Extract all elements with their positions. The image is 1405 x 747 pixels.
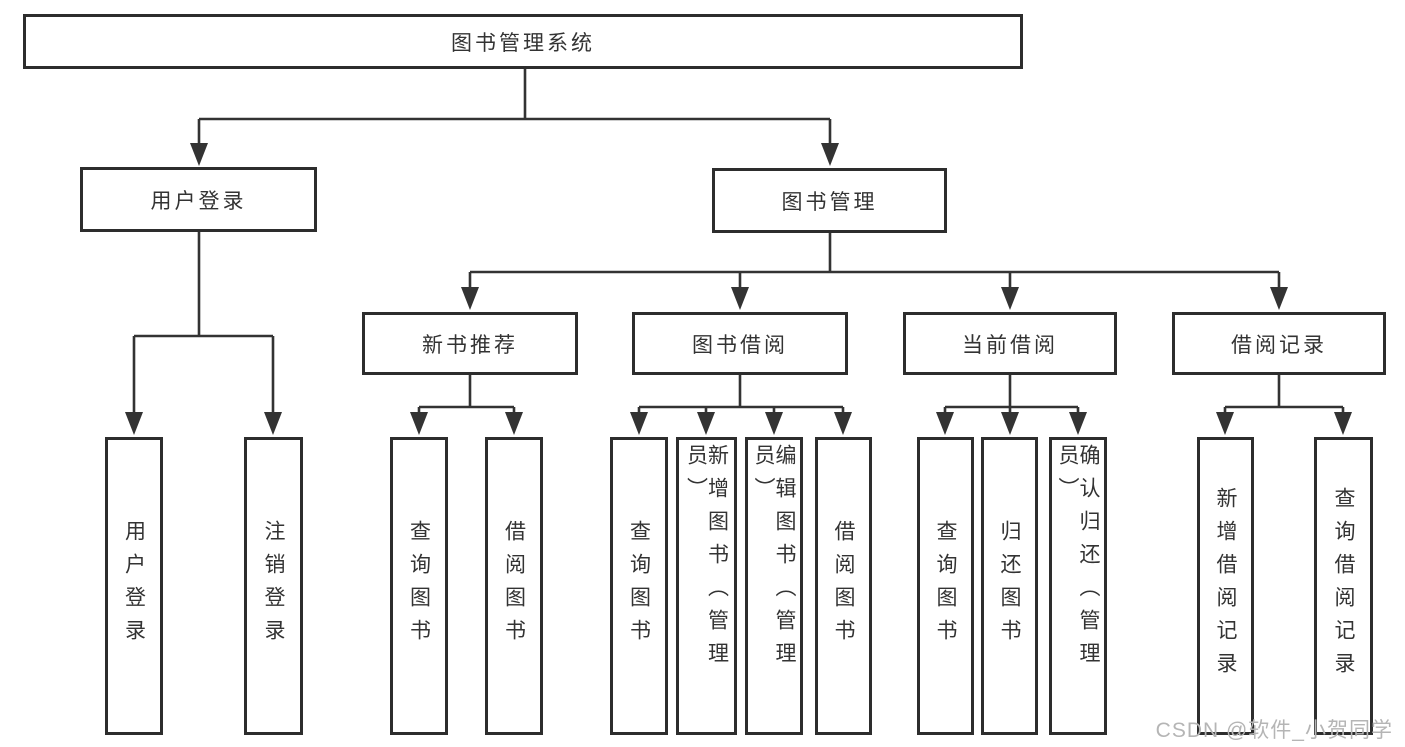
edge-user-login-to-leaves	[125, 232, 282, 435]
arrowhead-icon	[125, 412, 143, 435]
node-new-book-recommend: 新书推荐	[362, 312, 578, 375]
arrowhead-icon	[765, 412, 783, 435]
leaf-logout: 注销登录	[244, 437, 303, 735]
arrowhead-icon	[190, 143, 208, 166]
leaf-add-books-admin: 新增图书（管理员）	[676, 437, 737, 735]
leaf-current-query-books: 查询图书	[917, 437, 974, 735]
node-book-management: 图书管理	[712, 168, 947, 233]
leaf-borrow-query-books: 查询图书	[610, 437, 668, 735]
arrowhead-icon	[505, 412, 523, 435]
leaf-recommend-borrow-books: 借阅图书	[485, 437, 543, 735]
edge-book-borrow-to-leaves	[630, 375, 852, 435]
leaf-borrow-books: 借阅图书	[815, 437, 872, 735]
arrowhead-icon	[630, 412, 648, 435]
leaf-return-books: 归还图书	[981, 437, 1038, 735]
arrowhead-icon	[461, 287, 479, 310]
arrowhead-icon	[1334, 412, 1352, 435]
leaf-query-borrow-record: 查询借阅记录	[1314, 437, 1373, 735]
arrowhead-icon	[1270, 287, 1288, 310]
edge-current-borrow-to-leaves	[936, 375, 1087, 435]
edge-borrow-records-to-leaves	[1216, 375, 1352, 435]
edge-book-management-to-level3	[461, 233, 1288, 310]
arrowhead-icon	[697, 412, 715, 435]
arrowhead-icon	[1001, 412, 1019, 435]
csdn-watermark: CSDN @软件_小贺同学	[1155, 719, 1393, 742]
arrowhead-icon	[410, 412, 428, 435]
arrowhead-icon	[264, 412, 282, 435]
leaf-recommend-query-books: 查询图书	[390, 437, 448, 735]
arrowhead-icon	[1001, 287, 1019, 310]
leaf-add-borrow-record: 新增借阅记录	[1197, 437, 1254, 735]
edge-root-to-level2	[190, 69, 839, 166]
arrowhead-icon	[936, 412, 954, 435]
arrowhead-icon	[1069, 412, 1087, 435]
node-root-system: 图书管理系统	[23, 14, 1023, 69]
arrowhead-icon	[731, 287, 749, 310]
leaf-confirm-return-admin: 确认归还（管理员）	[1049, 437, 1107, 735]
node-current-borrow: 当前借阅	[903, 312, 1117, 375]
arrowhead-icon	[821, 143, 839, 166]
leaf-edit-books-admin: 编辑图书（管理员）	[745, 437, 803, 735]
node-user-login: 用户登录	[80, 167, 317, 232]
leaf-user-login: 用户登录	[105, 437, 163, 735]
node-book-borrow: 图书借阅	[632, 312, 848, 375]
arrowhead-icon	[834, 412, 852, 435]
edge-new-book-recommend-to-leaves	[410, 375, 523, 435]
node-borrow-records: 借阅记录	[1172, 312, 1386, 375]
arrowhead-icon	[1216, 412, 1234, 435]
